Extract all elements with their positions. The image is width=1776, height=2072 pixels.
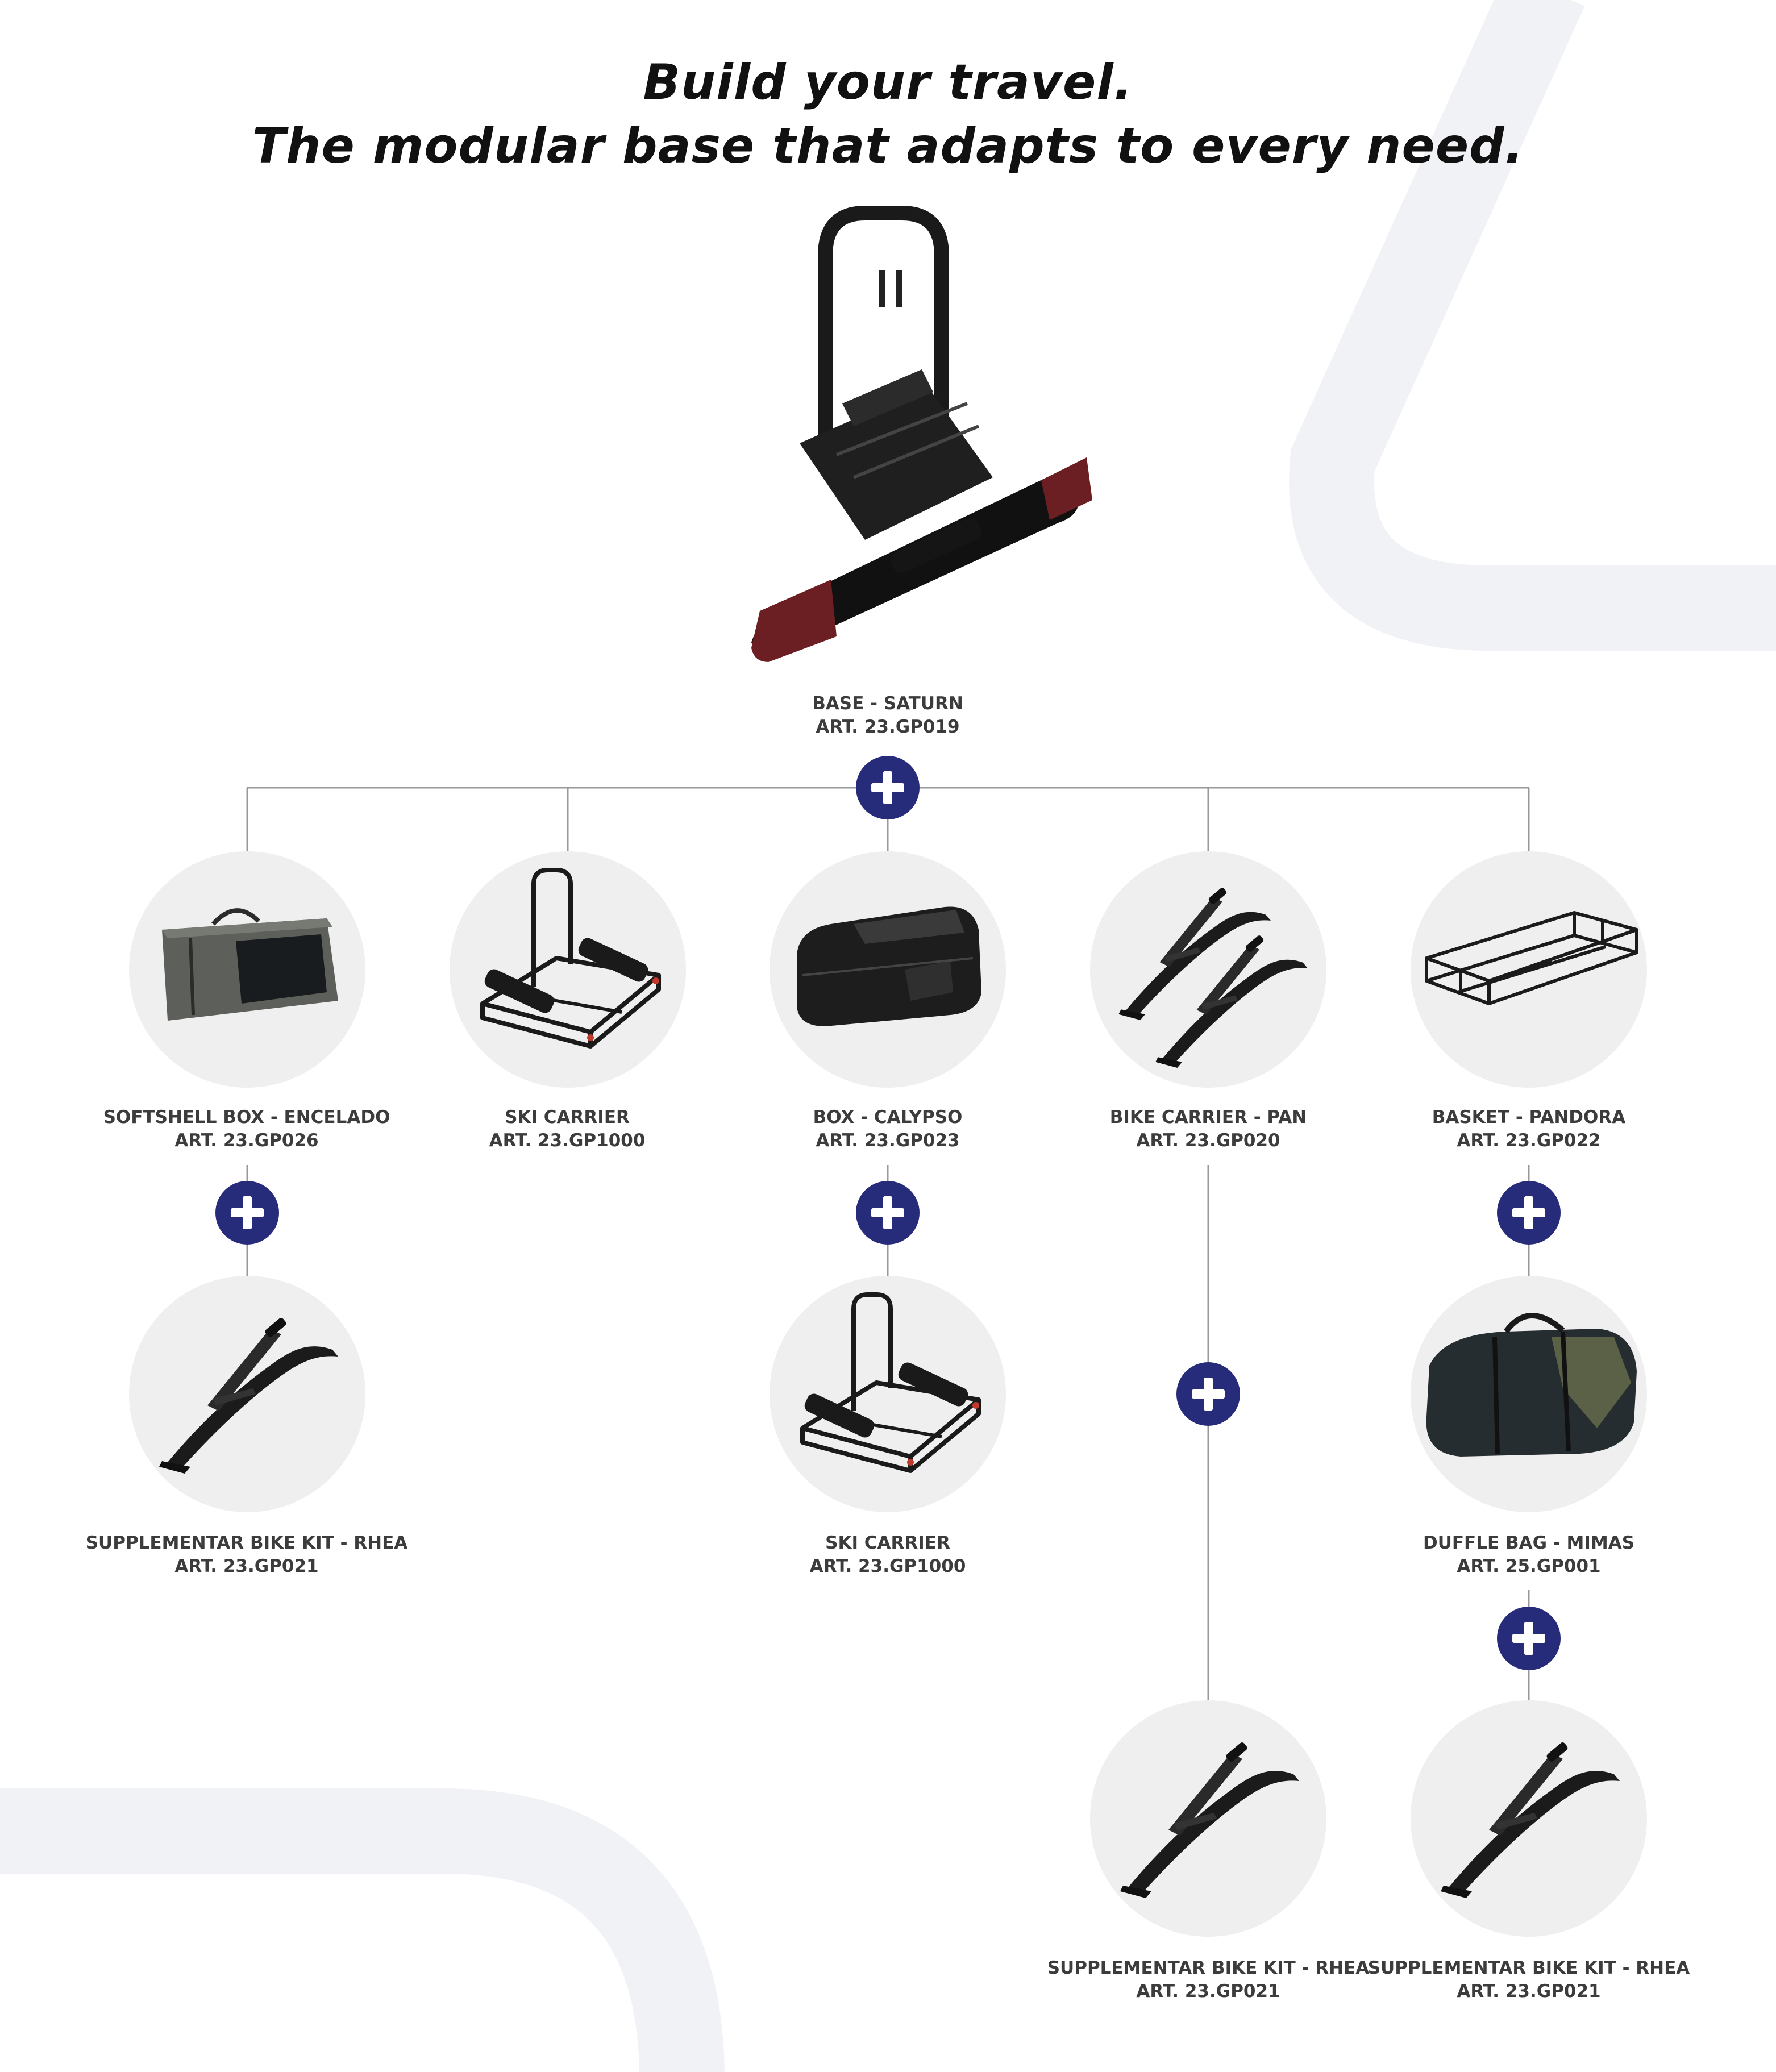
product-tile <box>450 851 686 1088</box>
bike-rail-icon <box>1441 1742 1620 1898</box>
product-label-basket-pandora: BASKET - PANDORA ART. 23.GP022 <box>1353 1106 1705 1153</box>
base-art: ART. 23.GP019 <box>816 717 960 737</box>
product-label-ski-carrier: SKI CARRIER ART. 23.GP1000 <box>391 1106 743 1153</box>
product-name: SKI CARRIER <box>505 1107 630 1127</box>
tow-bar-bike-carrier-base <box>751 206 1092 662</box>
bike-rail-icon <box>1155 935 1308 1068</box>
product-name: DUFFLE BAG - MIMAS <box>1423 1533 1635 1553</box>
ski-carrier-icon <box>480 868 661 1049</box>
bike-rail-icon <box>1120 1742 1299 1898</box>
product-label-box-calypso: BOX - CALYPSO ART. 23.GP023 <box>712 1106 1064 1153</box>
plus-icon <box>215 1181 279 1245</box>
product-name: SUPPLEMENTAR BIKE KIT - RHEA <box>1367 1958 1690 1978</box>
product-circle <box>450 851 686 1088</box>
product-tile <box>1090 851 1326 1088</box>
product-label-softshell-box: SOFTSHELL BOX - ENCELADO ART. 23.GP026 <box>70 1106 423 1153</box>
product-name: SUPPLEMENTAR BIKE KIT - RHEA <box>1047 1958 1370 1978</box>
product-label-bike-kit-rhea-2: SUPPLEMENTAR BIKE KIT - RHEA ART. 23.GP0… <box>1032 1957 1384 2003</box>
bike-rail-icon <box>1118 888 1271 1020</box>
duffle-bag-icon <box>1426 1313 1637 1457</box>
product-label-bike-kit-rhea-3: SUPPLEMENTAR BIKE KIT - RHEA ART. 23.GP0… <box>1353 1957 1705 2003</box>
ski-carrier-icon <box>800 1292 981 1473</box>
cargo-box-icon <box>797 906 981 1026</box>
base-name: BASE - SATURN <box>812 693 963 714</box>
product-art: ART. 23.GP021 <box>1136 1981 1280 2002</box>
decor-band-top-right <box>1289 0 1776 651</box>
product-tile <box>770 851 1006 1088</box>
decor-band-bottom-left <box>0 1788 725 2072</box>
product-art: ART. 23.GP026 <box>174 1130 319 1151</box>
product-tile <box>1090 1700 1326 1937</box>
product-tile <box>1411 851 1647 1088</box>
plus-icon <box>856 1181 920 1245</box>
product-art: ART. 25.GP001 <box>1457 1556 1601 1576</box>
product-art: ART. 23.GP1000 <box>809 1556 966 1576</box>
softshell-bag-icon <box>162 908 338 1021</box>
bike-rail-icon <box>159 1318 338 1474</box>
product-name: BOX - CALYPSO <box>813 1107 963 1127</box>
product-tile <box>770 1276 1006 1512</box>
product-label-bike-kit-rhea: SUPPLEMENTAR BIKE KIT - RHEA ART. 23.GP0… <box>70 1532 423 1578</box>
product-circle <box>1090 851 1326 1088</box>
product-name: SUPPLEMENTAR BIKE KIT - RHEA <box>85 1533 408 1553</box>
product-name: BASKET - PANDORA <box>1432 1107 1626 1127</box>
title-line-1: Build your travel. <box>643 54 1133 111</box>
product-name: BIKE CARRIER - PAN <box>1109 1107 1307 1127</box>
product-tile <box>1411 1276 1647 1512</box>
product-art: ART. 23.GP1000 <box>489 1130 646 1151</box>
plus-icon <box>1176 1362 1240 1426</box>
product-name: SKI CARRIER <box>825 1533 950 1553</box>
product-label-ski-carrier-2: SKI CARRIER ART. 23.GP1000 <box>712 1532 1064 1578</box>
plus-icon <box>1497 1181 1561 1245</box>
title-line-2: The modular base that adapts to every ne… <box>252 118 1524 174</box>
product-label-duffle-bag-mimas: DUFFLE BAG - MIMAS ART. 25.GP001 <box>1353 1532 1705 1578</box>
plus-icon <box>856 756 920 819</box>
product-label-bike-carrier-pan: BIKE CARRIER - PAN ART. 23.GP020 <box>1032 1106 1384 1153</box>
product-tile <box>1411 1700 1647 1937</box>
product-art: ART. 23.GP022 <box>1457 1130 1601 1151</box>
product-art: ART. 23.GP021 <box>1457 1981 1601 2002</box>
product-name: SOFTSHELL BOX - ENCELADO <box>103 1107 390 1127</box>
plus-icon <box>1497 1607 1561 1670</box>
product-tile <box>129 851 365 1088</box>
product-art: ART. 23.GP021 <box>174 1556 319 1576</box>
product-art: ART. 23.GP023 <box>816 1130 960 1151</box>
product-art: ART. 23.GP020 <box>1136 1130 1280 1151</box>
base-label: BASE - SATURN ART. 23.GP019 <box>712 692 1064 739</box>
product-tile <box>129 1276 365 1512</box>
basket-icon <box>1425 911 1638 1005</box>
product-circle <box>770 1276 1006 1512</box>
